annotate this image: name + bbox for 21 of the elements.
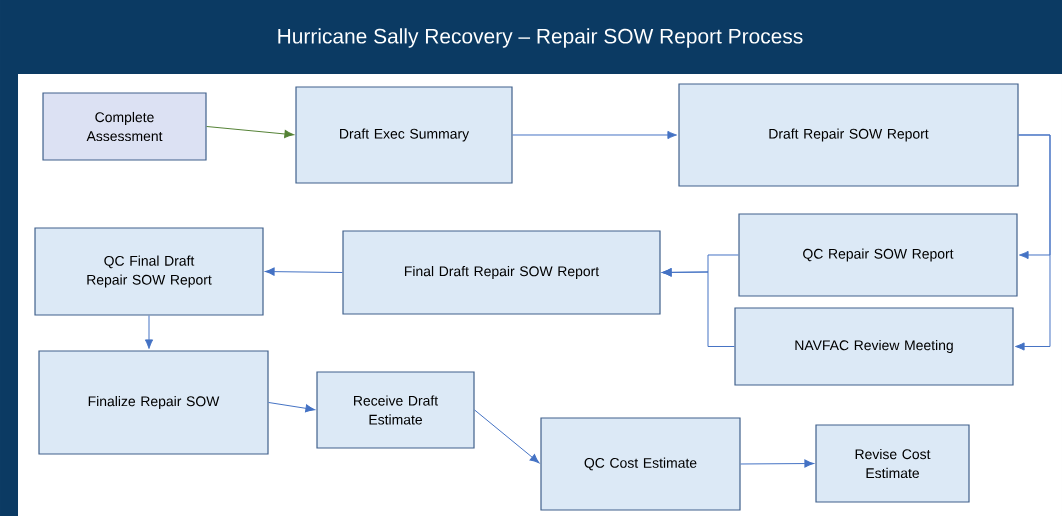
- arrow: [144, 315, 154, 349]
- process-box: Revise Cost Estimate: [815, 424, 970, 503]
- title: Hurricane Sally Recovery – Repair SOW Report Process: [278, 28, 803, 48]
- arrow: [206, 126, 294, 139]
- arrow: [265, 267, 343, 276]
- process-box: Final Draft Repair SOW Report: [342, 230, 661, 315]
- arrow: [662, 268, 735, 347]
- process-box: QC Cost Estimate: [540, 417, 741, 511]
- arrow: [740, 459, 814, 468]
- process-box: Finalize Repair SOW: [38, 350, 269, 455]
- process-box: NAVFAC Review Meeting: [734, 307, 1014, 386]
- arrow: [1015, 134, 1051, 351]
- process-box: QC Final Draft Repair SOW Report: [34, 227, 264, 316]
- arrow: [512, 130, 677, 140]
- arrow: [268, 402, 316, 413]
- arrow: [474, 409, 540, 464]
- process-box: Draft Exec Summary: [295, 86, 513, 184]
- process-box: QC Repair SOW Report: [738, 213, 1018, 297]
- process-box: Draft Repair SOW Report: [678, 83, 1019, 187]
- process-box: Receive Draft Estimate: [316, 371, 475, 449]
- process-box: Complete Assessment: [42, 92, 207, 161]
